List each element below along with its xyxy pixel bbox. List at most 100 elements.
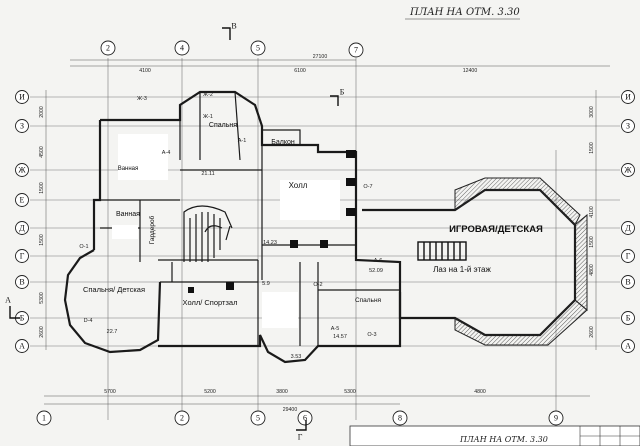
stamp-title: ПЛАН НА ОТМ. 3.30 — [459, 435, 548, 444]
bathroom-fixture-mask — [118, 134, 168, 180]
svg-text:7: 7 — [354, 46, 358, 55]
drawing-title: ПЛАН НА ОТМ. 3.30 — [409, 7, 520, 18]
svg-text:В: В — [231, 22, 236, 31]
svg-text:Г: Г — [626, 252, 631, 261]
room-hall: Холл — [289, 181, 308, 190]
svg-text:9: 9 — [554, 414, 558, 423]
svg-text:А: А — [5, 296, 11, 305]
vertical-axes — [107, 58, 557, 420]
mark-label: А-1 — [238, 138, 247, 144]
svg-text:5: 5 — [256, 44, 260, 53]
hall-lower-mask — [262, 292, 298, 328]
room-playroom: ИГРОВАЯ/ДЕТСКАЯ — [449, 224, 543, 235]
svg-text:Б: Б — [626, 314, 631, 323]
mark-label: О-1 — [79, 244, 88, 250]
svg-text:Б: Б — [20, 314, 25, 323]
top-axis-markers: 2 4 5 7 — [100, 40, 364, 58]
svg-text:29400: 29400 — [283, 407, 298, 413]
room-bedroom-right: Спальня — [355, 297, 382, 304]
svg-text:5: 5 — [256, 414, 260, 423]
svg-text:В: В — [625, 278, 630, 287]
mark-label: А-6 — [374, 258, 383, 264]
right-dimensions: 3000 1500 4100 1500 4800 2600 — [589, 90, 597, 350]
svg-text:В: В — [19, 278, 24, 287]
left-axis-markers: И З Ж Е Д Г В Б А — [15, 90, 29, 353]
area-value: 5.9 — [262, 281, 270, 287]
room-bedroom-upper: Спальня — [209, 122, 237, 129]
svg-text:4: 4 — [180, 44, 184, 53]
svg-text:2600: 2600 — [589, 326, 595, 338]
svg-text:5300: 5300 — [344, 389, 356, 395]
svg-text:Г: Г — [20, 252, 25, 261]
mark-label: Ж-2 — [203, 92, 213, 98]
mark-label: Ж-1 — [203, 114, 213, 120]
mark-label: Ж-3 — [137, 96, 147, 102]
svg-text:12400: 12400 — [463, 68, 478, 74]
svg-text:1: 1 — [42, 414, 46, 423]
svg-text:1500: 1500 — [589, 142, 595, 154]
svg-text:3800: 3800 — [276, 389, 288, 395]
svg-text:И: И — [625, 93, 631, 102]
room-wardrobe: Гардероб — [148, 215, 156, 244]
svg-text:Ж: Ж — [624, 166, 632, 175]
mark-label: D-4 — [84, 318, 93, 324]
title-block: ПЛАН НА ОТМ. 3.30 — [349, 425, 640, 446]
svg-text:1500: 1500 — [39, 182, 45, 194]
svg-text:4500: 4500 — [39, 146, 45, 158]
bottom-axis-markers: 1 2 5 6 8 9 — [36, 410, 564, 426]
svg-text:З: З — [626, 122, 630, 131]
svg-text:И: И — [19, 93, 25, 102]
room-bedroom-kids: Спальня/ Детская — [83, 285, 145, 294]
svg-text:А: А — [625, 342, 631, 351]
area-value: 21.11 — [201, 171, 214, 177]
svg-text:2000: 2000 — [39, 106, 45, 118]
room-bath-upper: Ванная — [118, 166, 139, 172]
right-axis-markers: И З Ж Д Г В Б А — [621, 90, 635, 353]
bottom-dimensions: 5700 5200 3800 5300 4800 29400 — [44, 389, 590, 413]
svg-text:Г: Г — [298, 433, 303, 442]
area-value: 52.09 — [369, 268, 383, 274]
svg-text:Б: Б — [340, 88, 345, 97]
svg-text:А: А — [19, 342, 25, 351]
mark-label: А-5 — [331, 326, 340, 332]
svg-text:4100: 4100 — [139, 68, 151, 74]
area-value: 3.53 — [291, 354, 302, 360]
room-hall-gym: Холл/ Спортзал — [183, 298, 238, 307]
svg-text:5300: 5300 — [39, 292, 45, 304]
playroom-walls — [362, 177, 588, 346]
svg-text:2: 2 — [106, 44, 110, 53]
staircase — [183, 205, 233, 262]
svg-text:Д: Д — [625, 224, 631, 233]
svg-text:2600: 2600 — [39, 326, 45, 338]
svg-text:5200: 5200 — [204, 389, 216, 395]
svg-text:1500: 1500 — [589, 236, 595, 248]
svg-text:4800: 4800 — [474, 389, 486, 395]
svg-text:6: 6 — [303, 414, 307, 423]
top-dimensions: 4100 6100 27100 12400 — [70, 54, 610, 74]
building-walls — [63, 90, 402, 364]
room-balcony: Балкон — [271, 139, 295, 146]
hall-fixture-mask — [280, 180, 340, 220]
area-value: 14.23 — [263, 240, 277, 246]
bath-lower-mask — [112, 225, 138, 239]
mark-label: О-3 — [367, 332, 376, 338]
room-bathroom: Ванная — [116, 211, 140, 218]
mark-label: О-2 — [313, 282, 322, 288]
svg-text:3000: 3000 — [589, 106, 595, 118]
svg-text:5700: 5700 — [104, 389, 116, 395]
area-value: 14.57 — [333, 334, 347, 340]
section-marks: В Б А Г — [5, 22, 345, 442]
svg-text:6100: 6100 — [294, 68, 306, 74]
svg-text:8: 8 — [398, 414, 402, 423]
mark-label: О-7 — [363, 184, 372, 190]
area-value: 22.7 — [107, 329, 118, 335]
hatch-label: Лаз на 1-й этаж — [433, 265, 491, 274]
left-dimensions: 2000 4500 1500 1500 5300 2600 — [39, 90, 47, 350]
svg-text:Е: Е — [20, 196, 25, 205]
svg-text:1500: 1500 — [39, 234, 45, 246]
svg-text:Ж: Ж — [18, 166, 26, 175]
svg-text:4100: 4100 — [589, 206, 595, 218]
mark-label: А-4 — [162, 150, 171, 156]
svg-text:Д: Д — [19, 224, 25, 233]
